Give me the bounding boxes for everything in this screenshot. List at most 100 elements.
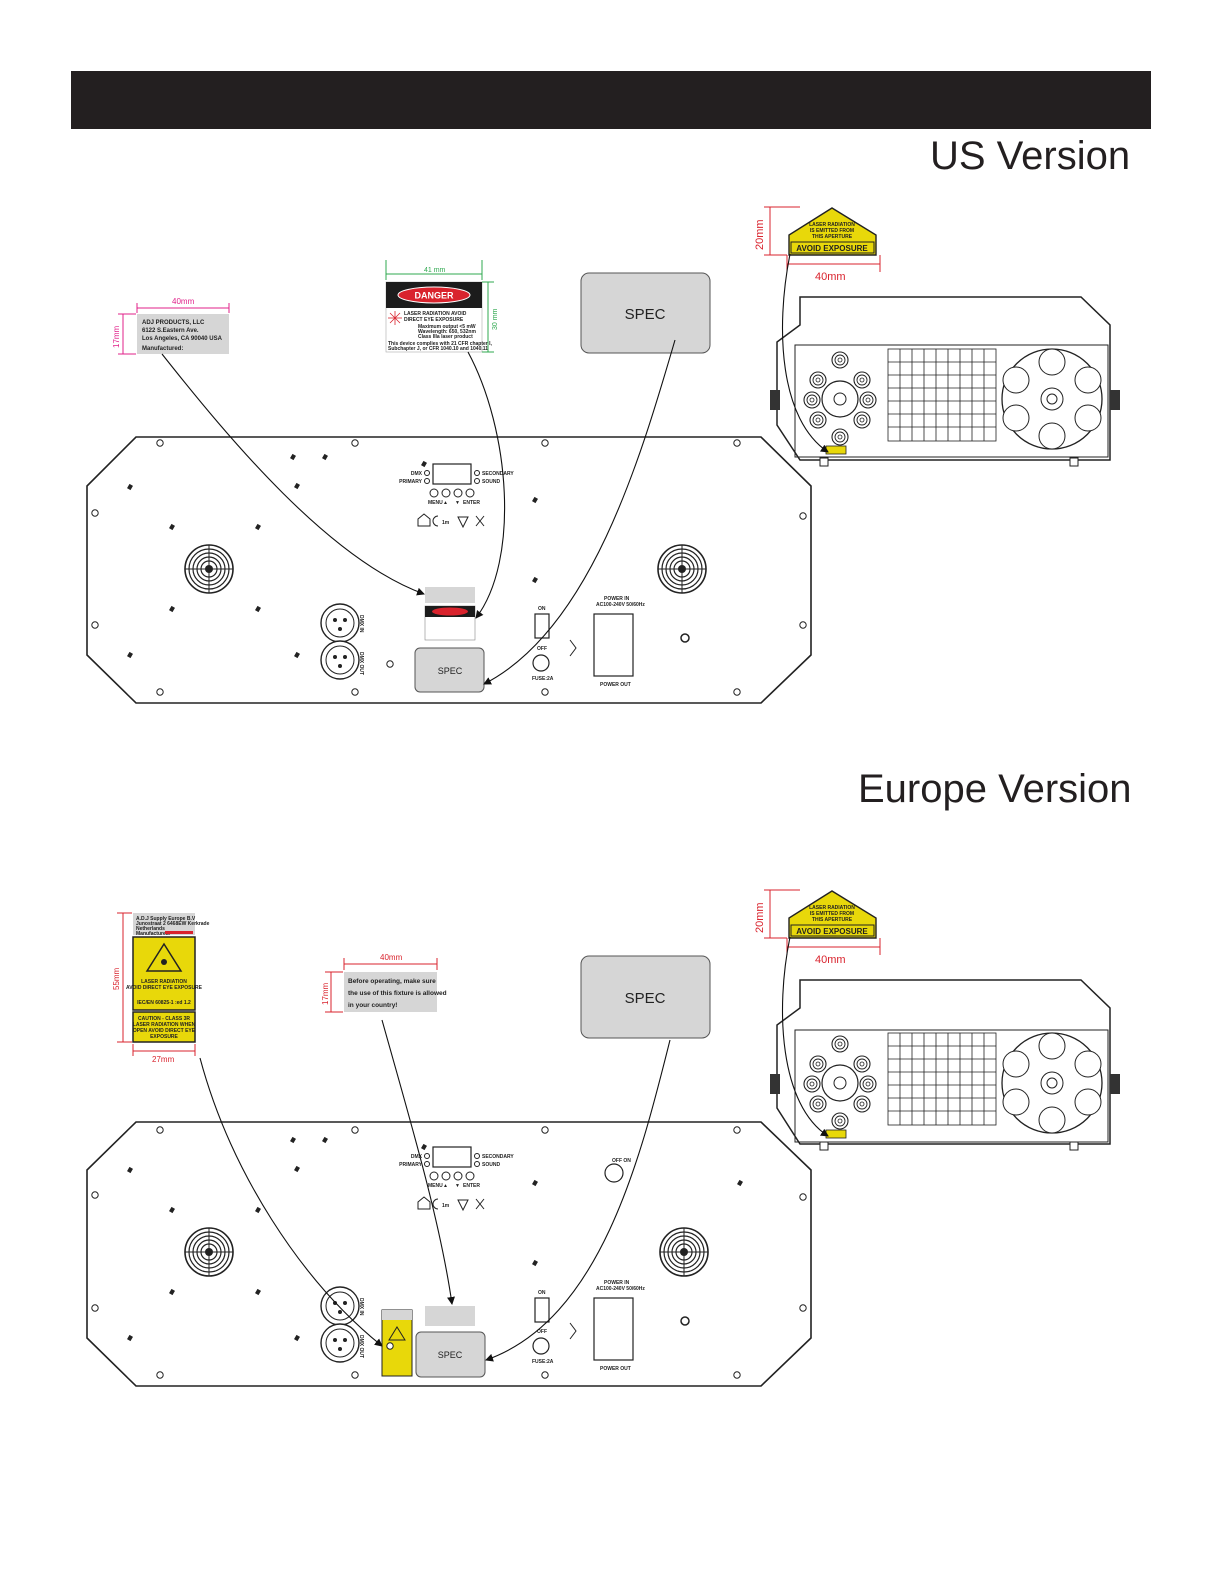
eu-aperture-width-dim: 40mm bbox=[815, 954, 846, 966]
eu-dmx-out-label: DMX OUT bbox=[358, 1335, 364, 1358]
us-power-spec-label: AC100-240V 50/60Hz bbox=[596, 602, 645, 608]
eu-menu-button bbox=[429, 1171, 439, 1181]
us-on-label: ON bbox=[538, 606, 546, 612]
eu-ce-address-1: A.D.J Supply Europe B.V bbox=[136, 916, 196, 922]
us-enter-button bbox=[465, 488, 475, 498]
eu-ce-manufactured: Manufactured: bbox=[136, 931, 171, 937]
eu-ce-address-3: Netherlands bbox=[136, 926, 165, 932]
us-safety-icons bbox=[417, 513, 485, 529]
us-aperture-width-dim: 40mm bbox=[815, 271, 846, 283]
eu-dmx-in-label: DMX IN bbox=[358, 1298, 364, 1316]
eu-country-height-dim: 17mm bbox=[321, 982, 330, 1005]
us-power-in-label: POWER IN bbox=[604, 596, 630, 602]
us-mini-address-label bbox=[425, 587, 475, 603]
eu-country-line-2: the use of this fixture is allowed bbox=[348, 990, 447, 997]
eu-power-in-socket bbox=[593, 1297, 634, 1361]
eu-sound-led-label: SOUND bbox=[482, 1162, 500, 1168]
header-bar bbox=[71, 71, 1151, 129]
us-distance-label: 1m bbox=[442, 520, 450, 526]
us-enter-label: ENTER bbox=[463, 500, 480, 506]
eu-ce-dimensions bbox=[117, 912, 196, 1056]
eu-country-dimensions bbox=[325, 958, 438, 1013]
us-off-label: OFF bbox=[537, 646, 547, 652]
us-address-line-2: 6122 S.Eastern Ave. bbox=[142, 328, 199, 334]
us-primary-led-label: PRIMARY bbox=[399, 479, 423, 485]
eu-primary-led-label: PRIMARY bbox=[399, 1162, 423, 1168]
us-fixture-aperture-sticker bbox=[825, 445, 847, 455]
eu-ce-address-2: Junostraat 2 6468EW Kerkrade bbox=[136, 921, 210, 927]
us-dmx-out-label: DMX OUT bbox=[358, 652, 364, 675]
us-fuse-holder bbox=[532, 654, 550, 672]
eu-leader-arrows bbox=[199, 936, 829, 1362]
us-lcd-display bbox=[432, 463, 472, 485]
eu-off-on-label: OFF ON bbox=[612, 1158, 631, 1164]
us-menu-button bbox=[429, 488, 439, 498]
us-address-line-3: Los Angeles, CA 90040 USA bbox=[142, 336, 223, 342]
us-fuse-label: FUSE:2A bbox=[532, 676, 554, 682]
eu-aperture-line-2: IS EMITTED FROM bbox=[810, 911, 854, 917]
us-spec-label: SPEC bbox=[580, 272, 711, 354]
us-aperture-banner: AVOID EXPOSURE bbox=[796, 244, 868, 253]
us-down-label: ▼ bbox=[455, 500, 460, 506]
eu-ce-caution-3: OPEN AVOID DIRECT EYE bbox=[133, 1028, 196, 1034]
us-up-label: ▲ bbox=[443, 500, 448, 506]
eu-on-label: ON bbox=[538, 1290, 546, 1296]
eu-mini-spec-label bbox=[415, 1331, 486, 1378]
us-danger-spec-3: Class IIIa laser product bbox=[418, 334, 473, 340]
eu-rear-panel: DMX IN DMX OUT DMX PRIMARY SECONDARY SOU… bbox=[86, 1121, 812, 1387]
us-danger-compliance-1: This device complies with 21 CFR chapter… bbox=[388, 341, 493, 347]
eu-lcd-display bbox=[432, 1146, 472, 1168]
eu-power-spec-label: AC100-240V 50/60Hz bbox=[596, 1286, 645, 1292]
us-danger-header: DANGER bbox=[414, 291, 454, 301]
eu-off-label: OFF bbox=[537, 1329, 547, 1335]
us-danger-warning-2: DIRECT EYE EXPOSURE bbox=[404, 317, 464, 323]
us-dmx-in-label: DMX IN bbox=[358, 615, 364, 633]
eu-menu-label: MENU bbox=[428, 1183, 443, 1189]
us-up-button bbox=[441, 488, 451, 498]
ground-icon bbox=[569, 1322, 577, 1340]
eu-up-button bbox=[441, 1171, 451, 1181]
eu-enter-label: ENTER bbox=[463, 1183, 480, 1189]
eu-power-out-label: POWER OUT bbox=[600, 1366, 631, 1372]
us-address-label: ADJ PRODUCTS, LLC 6122 S.Eastern Ave. Lo… bbox=[112, 297, 230, 355]
eu-fixture-aperture-sticker bbox=[825, 1129, 847, 1139]
eu-ce-caution-1: CAUTION - CLASS 3R bbox=[138, 1016, 190, 1022]
eu-spec-text: SPEC bbox=[625, 990, 666, 1007]
laser-burst-icon bbox=[388, 311, 402, 325]
us-address-height-dim: 17mm bbox=[112, 325, 121, 348]
us-sound-led-label: SOUND bbox=[482, 479, 500, 485]
us-down-button bbox=[453, 488, 463, 498]
ground-icon bbox=[569, 639, 577, 657]
eu-aperture-banner: AVOID EXPOSURE bbox=[796, 927, 868, 936]
eu-distance-label: 1m bbox=[442, 1203, 450, 1209]
us-address-line-1: ADJ PRODUCTS, LLC bbox=[142, 320, 205, 326]
eu-fuse-label: FUSE:2A bbox=[532, 1359, 554, 1365]
eu-ce-height-dim: 55mm bbox=[112, 967, 121, 990]
eu-ce-caution-2: LASER RADIATION WHEN bbox=[133, 1022, 196, 1028]
eu-mini-spec-text: SPEC bbox=[438, 1350, 463, 1360]
us-address-manufactured: Manufactured: bbox=[142, 346, 183, 352]
laser-warning-icon bbox=[145, 942, 183, 972]
eu-mini-country-label bbox=[425, 1306, 475, 1326]
eu-power-switch bbox=[534, 1297, 550, 1323]
us-address-dimensions bbox=[118, 303, 230, 355]
eu-country-label: Before operating, make sure the use of t… bbox=[321, 953, 447, 1013]
eu-ce-standard: IEC/EN 60825-1 :ed 1.2 bbox=[137, 1000, 191, 1006]
eu-country-line-1: Before operating, make sure bbox=[348, 978, 436, 985]
eu-country-width-dim: 40mm bbox=[380, 953, 403, 962]
eu-spec-label: SPEC bbox=[580, 955, 711, 1039]
eu-power-in-label: POWER IN bbox=[604, 1280, 630, 1286]
eu-enter-button bbox=[465, 1171, 475, 1181]
us-mini-spec-text: SPEC bbox=[438, 666, 463, 676]
eu-down-label: ▼ bbox=[455, 1183, 460, 1189]
us-leader-arrows bbox=[161, 253, 829, 685]
us-danger-height-dim: 30 mm bbox=[492, 308, 499, 330]
eu-up-label: ▲ bbox=[443, 1183, 448, 1189]
eu-country-line-3: in your country! bbox=[348, 1002, 397, 1009]
us-aperture-line-1: LASER RADIATION bbox=[809, 222, 855, 228]
us-version-diagram: ADJ PRODUCTS, LLC 6122 S.Eastern Ave. Lo… bbox=[86, 206, 1120, 704]
us-danger-warning-1: LASER RADIATION AVOID bbox=[404, 311, 467, 317]
us-danger-width-dim: 41 mm bbox=[424, 267, 446, 274]
eu-ce-label: A.D.J Supply Europe B.V Junostraat 2 646… bbox=[112, 912, 210, 1064]
